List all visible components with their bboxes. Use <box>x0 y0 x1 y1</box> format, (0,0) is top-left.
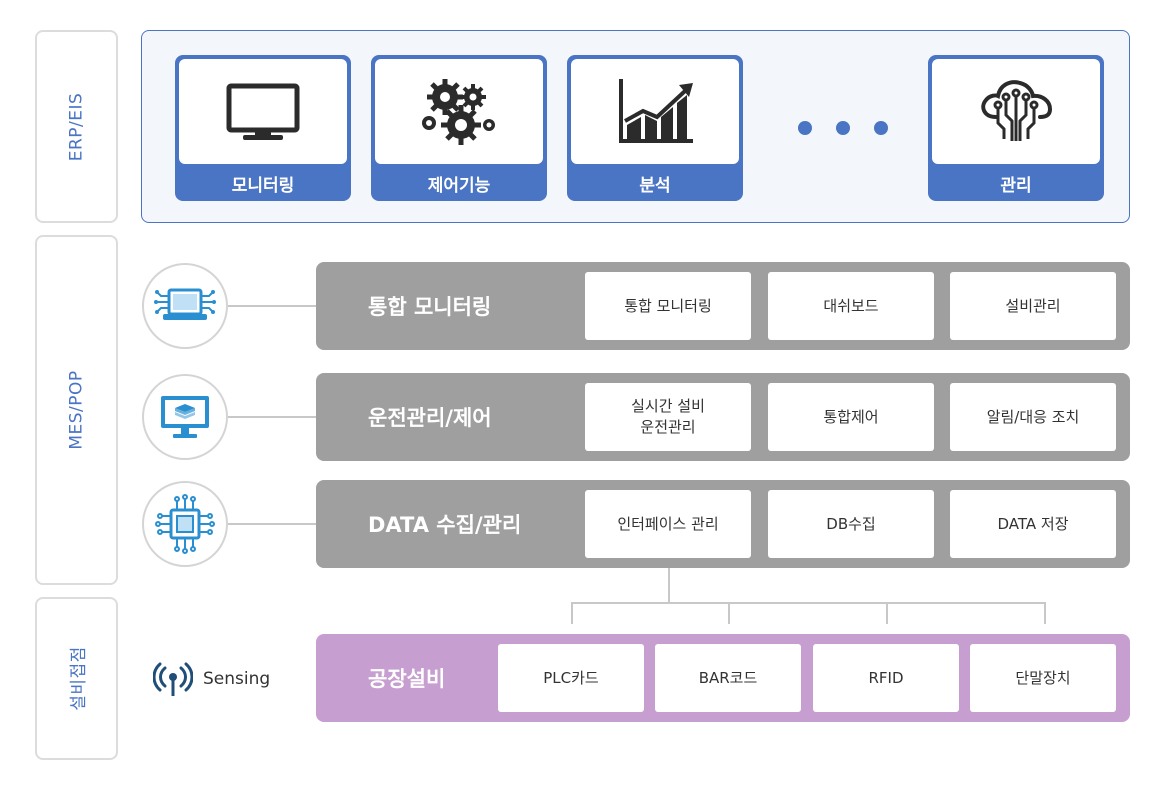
gears-icon <box>422 78 495 145</box>
erp-module-icon-box <box>932 59 1100 164</box>
more-dots <box>798 121 888 135</box>
sensing-label: Sensing <box>203 669 271 689</box>
row-cell: 통합 모니터링 <box>585 272 751 340</box>
cloud-icon <box>981 79 1053 141</box>
connector-line <box>228 305 316 307</box>
tree-line <box>571 602 1046 604</box>
row-icon-circle <box>142 481 228 567</box>
antenna-icon <box>153 662 193 696</box>
monitor-layers-icon <box>161 396 209 438</box>
tree-line <box>886 602 888 624</box>
erp-module-label: 제어기능 <box>427 175 491 196</box>
monitor-icon <box>226 83 300 140</box>
side-label-equip-text: 설비접점 <box>69 646 89 711</box>
row-cell: PLC카드 <box>498 644 644 712</box>
row-cell: RFID <box>813 644 959 712</box>
erp-module-icon-box <box>179 59 347 164</box>
dot <box>836 121 850 135</box>
row-cell: 실시간 설비 운전관리 <box>585 383 751 451</box>
dot <box>874 121 888 135</box>
tree-line <box>571 602 573 624</box>
mes-row-data: DATA 수집/관리 인터페이스 관리 DB수집 DATA 저장 <box>316 480 1130 568</box>
erp-module-monitoring: 모니터링 <box>175 55 351 201</box>
side-label-mes: MES/POP <box>35 235 118 585</box>
row-cell: BAR코드 <box>655 644 801 712</box>
row-cell: 알림/대응 조치 <box>950 383 1116 451</box>
mes-row-operation: 운전관리/제어 실시간 설비 운전관리 통합제어 알림/대응 조치 <box>316 373 1130 461</box>
connector-line <box>228 416 316 418</box>
erp-module-icon-box <box>571 59 739 164</box>
erp-module-management: 관리 <box>928 55 1104 201</box>
row-icon-circle <box>142 374 228 460</box>
side-label-erp: ERP/EIS <box>35 30 118 223</box>
erp-module-icon-box <box>375 59 543 164</box>
row-cell: 인터페이스 관리 <box>585 490 751 558</box>
row-cell: 설비관리 <box>950 272 1116 340</box>
row-cell: 단말장치 <box>970 644 1116 712</box>
laptop-circuit-icon <box>154 288 216 320</box>
tree-line <box>728 602 730 624</box>
side-label-mes-text: MES/POP <box>66 370 87 450</box>
row-title: 통합 모니터링 <box>368 295 492 319</box>
erp-module-label: 분석 <box>639 175 671 196</box>
row-title: 공장설비 <box>368 667 446 691</box>
mes-row-monitoring: 통합 모니터링 통합 모니터링 대쉬보드 설비관리 <box>316 262 1130 350</box>
erp-module-analysis: 분석 <box>567 55 743 201</box>
chart-icon <box>619 78 693 143</box>
tree-line <box>1044 602 1046 624</box>
row-title: 운전관리/제어 <box>368 406 492 430</box>
row-cell: 대쉬보드 <box>768 272 934 340</box>
row-icon-circle <box>142 263 228 349</box>
tree-line <box>668 568 670 602</box>
erp-module-label: 모니터링 <box>231 175 295 196</box>
factory-row: 공장설비 PLC카드 BAR코드 RFID 단말장치 <box>316 634 1130 722</box>
erp-module-control: 제어기능 <box>371 55 547 201</box>
connector-line <box>228 523 316 525</box>
sensing: Sensing <box>153 662 270 696</box>
erp-panel: 모니터링 <box>141 30 1130 223</box>
dot <box>798 121 812 135</box>
chip-icon <box>155 494 215 554</box>
side-label-erp-text: ERP/EIS <box>66 92 87 161</box>
erp-module-label: 관리 <box>1000 175 1032 196</box>
side-label-equip: 설비접점 <box>35 597 118 760</box>
row-cell: 통합제어 <box>768 383 934 451</box>
row-title: DATA 수집/관리 <box>368 513 522 537</box>
row-cell: DB수집 <box>768 490 934 558</box>
row-cell: DATA 저장 <box>950 490 1116 558</box>
